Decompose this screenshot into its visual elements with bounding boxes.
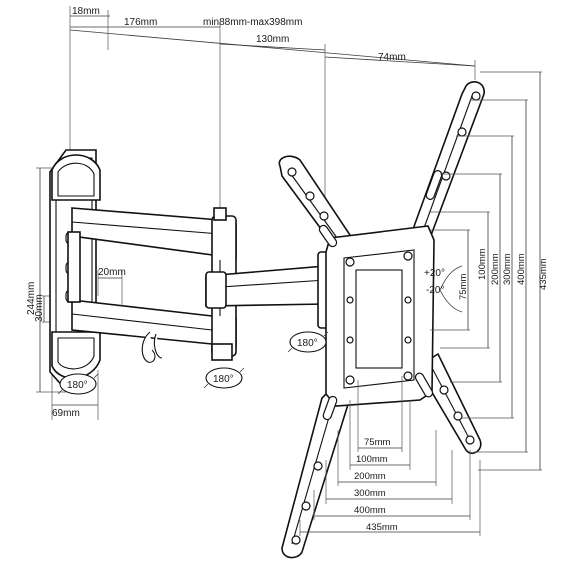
- vertical-vesa-400-label: 400mm: [516, 253, 527, 285]
- dim-wall-offset-label: 18mm: [72, 6, 100, 17]
- tilt-up-label: +20°: [424, 268, 445, 279]
- rotation-badge-first-arm: [203, 367, 245, 389]
- vertical-vesa-75-label: 75mm: [458, 274, 469, 300]
- rotation-arm-label: 180°: [213, 374, 234, 385]
- vesa-bracket: [278, 81, 485, 559]
- left-dimension-lines: [36, 167, 99, 420]
- dim-wall-plate-height-label: 244mm: [26, 282, 37, 315]
- rotation-badge-plate: [287, 331, 329, 353]
- tilt-indicator: [439, 265, 463, 313]
- horizontal-vesa-75-label: 75mm: [364, 437, 390, 448]
- vertical-vesa-300-label: 300mm: [502, 253, 513, 285]
- horizontal-vesa-400-label: 400mm: [354, 505, 386, 516]
- dim-plate-offset-label: 74mm: [378, 52, 406, 63]
- dim-first-arm-label: 176mm: [124, 17, 157, 28]
- rotation-wall-label: 180°: [67, 380, 88, 391]
- dim-second-arm-label: 130mm: [256, 34, 289, 45]
- tilt-down-label: -20°: [426, 285, 444, 296]
- dim-arm-spacing-label: 30mm: [34, 294, 45, 322]
- horizontal-vesa-435-label: 435mm: [366, 522, 398, 533]
- horizontal-vesa-300-label: 300mm: [354, 488, 386, 499]
- horizontal-vesa-200-label: 200mm: [354, 471, 386, 482]
- vertical-vesa-dimensions: [430, 71, 542, 471]
- cable-clip: [141, 331, 163, 363]
- dim-extension-label: min88mm-max398mm: [203, 17, 302, 28]
- rotation-badge-wall: [57, 373, 99, 395]
- horizontal-vesa-dimensions: [299, 376, 481, 536]
- horizontal-vesa-100-label: 100mm: [356, 454, 388, 465]
- rotation-plate-label: 180°: [297, 338, 318, 349]
- dim-wall-plate-depth-label: 69mm: [52, 408, 80, 419]
- vertical-vesa-435-label: 435mm: [538, 258, 549, 290]
- arm-gap-dimension: [97, 270, 123, 306]
- vertical-vesa-100-label: 100mm: [477, 248, 488, 280]
- vertical-vesa-200-label: 200mm: [490, 253, 501, 285]
- arm-gap-label: 20mm: [98, 267, 126, 278]
